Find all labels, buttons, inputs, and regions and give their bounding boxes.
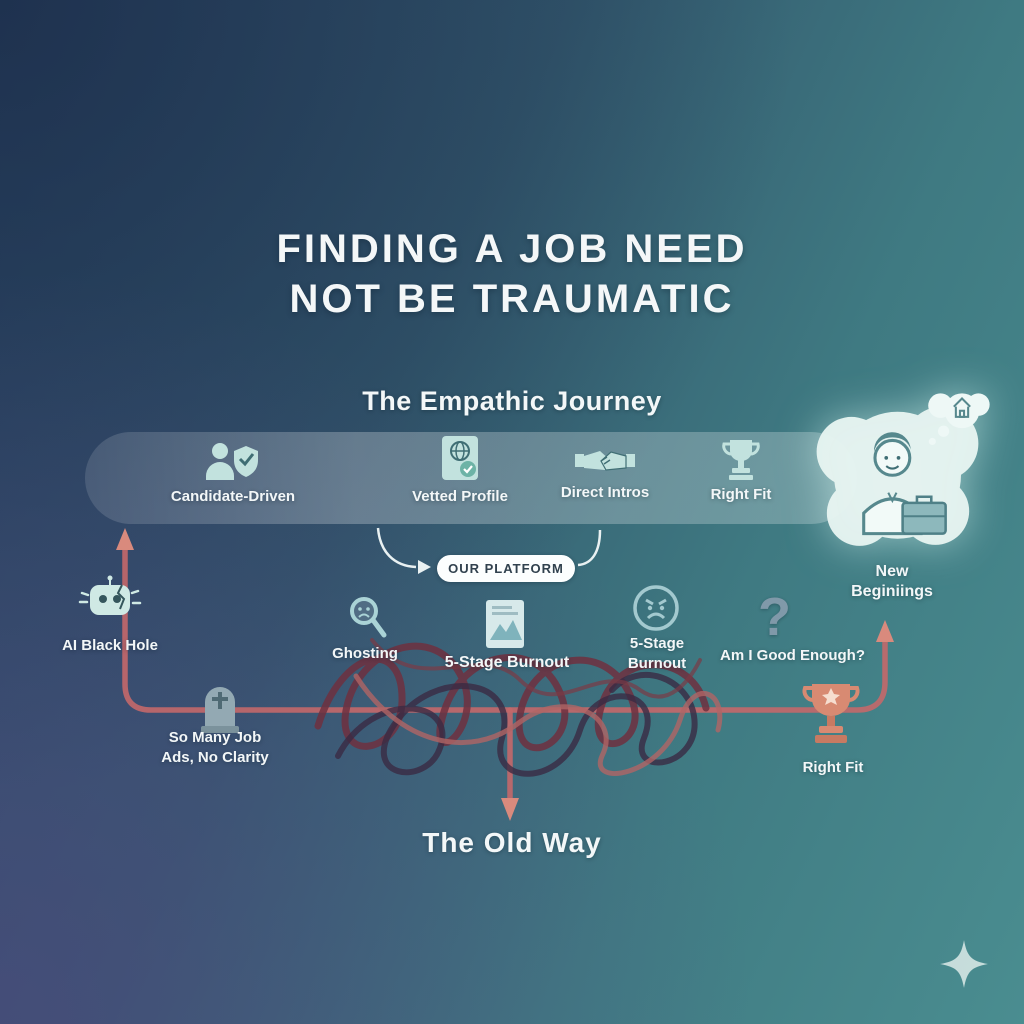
label-am-i-good-enough: Am I Good Enough? — [720, 647, 865, 664]
briefcase-icon — [901, 495, 947, 535]
new-beginnings-cloud — [816, 393, 990, 546]
journey-step-direct-intros: Direct Intros — [540, 442, 670, 501]
down-arrow-icon — [501, 798, 519, 821]
trophy-salmon-icon — [802, 684, 860, 743]
journey-step-candidate-driven: Candidate-Driven — [158, 438, 308, 505]
journey-step-right-fit: Right Fit — [686, 436, 796, 503]
vetted-profile-icon — [442, 436, 478, 480]
candidate-shield-icon — [206, 443, 258, 480]
up-arrow-right-icon — [876, 620, 894, 642]
empathic-journey-band: Candidate-Driven Vetted Profile Direct I… — [85, 432, 857, 524]
journey-step-label: Right Fit — [710, 486, 772, 503]
label-5-stage-burnout: 5-Stage Burnout — [444, 654, 570, 671]
label-so-many-job-ads: So Many Job Ads, No Clarity — [161, 729, 269, 766]
title-line-2: NOT BE TRAUMATIC — [289, 277, 735, 321]
professional-person-icon — [862, 432, 947, 536]
label-ai-black-hole: AI Black Hole — [62, 637, 158, 654]
robot-icon — [78, 575, 142, 615]
new-beginnings-label: New Beginiings — [851, 563, 933, 600]
question-mark-icon: ? — [758, 587, 791, 647]
trophy-icon — [722, 440, 760, 480]
platform-connectors — [376, 527, 602, 574]
empathic-journey-heading: The Empathic Journey — [362, 386, 662, 416]
tangle-scribble — [314, 638, 723, 777]
journey-step-label: Direct Intros — [560, 484, 650, 501]
label-right-fit-old: Right Fit — [802, 759, 864, 776]
handshake-icon — [575, 451, 635, 471]
platform-badge: OUR PLATFORM — [437, 555, 575, 582]
journey-step-vetted-profile: Vetted Profile — [390, 434, 530, 505]
title-line-1: FINDING A JOB NEED — [276, 227, 748, 271]
angry-face-icon — [633, 585, 679, 631]
old-way-heading: The Old Way — [422, 827, 602, 858]
thought-bubble-icon — [928, 393, 990, 446]
magnifier-icon — [350, 597, 387, 638]
right-arrow-icon — [418, 560, 431, 574]
house-icon — [953, 397, 971, 418]
label-5-stage-burnout-2: 5-Stage Burnout — [627, 635, 687, 672]
tombstone-icon — [201, 687, 239, 733]
up-arrow-left-icon — [116, 528, 134, 550]
sparkle-icon — [940, 940, 988, 988]
label-ghosting: Ghosting — [332, 645, 398, 662]
burnout-document-icon — [486, 600, 524, 648]
journey-step-label: Vetted Profile — [412, 488, 508, 505]
page-title: FINDING A JOB NEED NOT BE TRAUMATIC — [0, 224, 1024, 324]
journey-step-label: Candidate-Driven — [170, 488, 296, 505]
